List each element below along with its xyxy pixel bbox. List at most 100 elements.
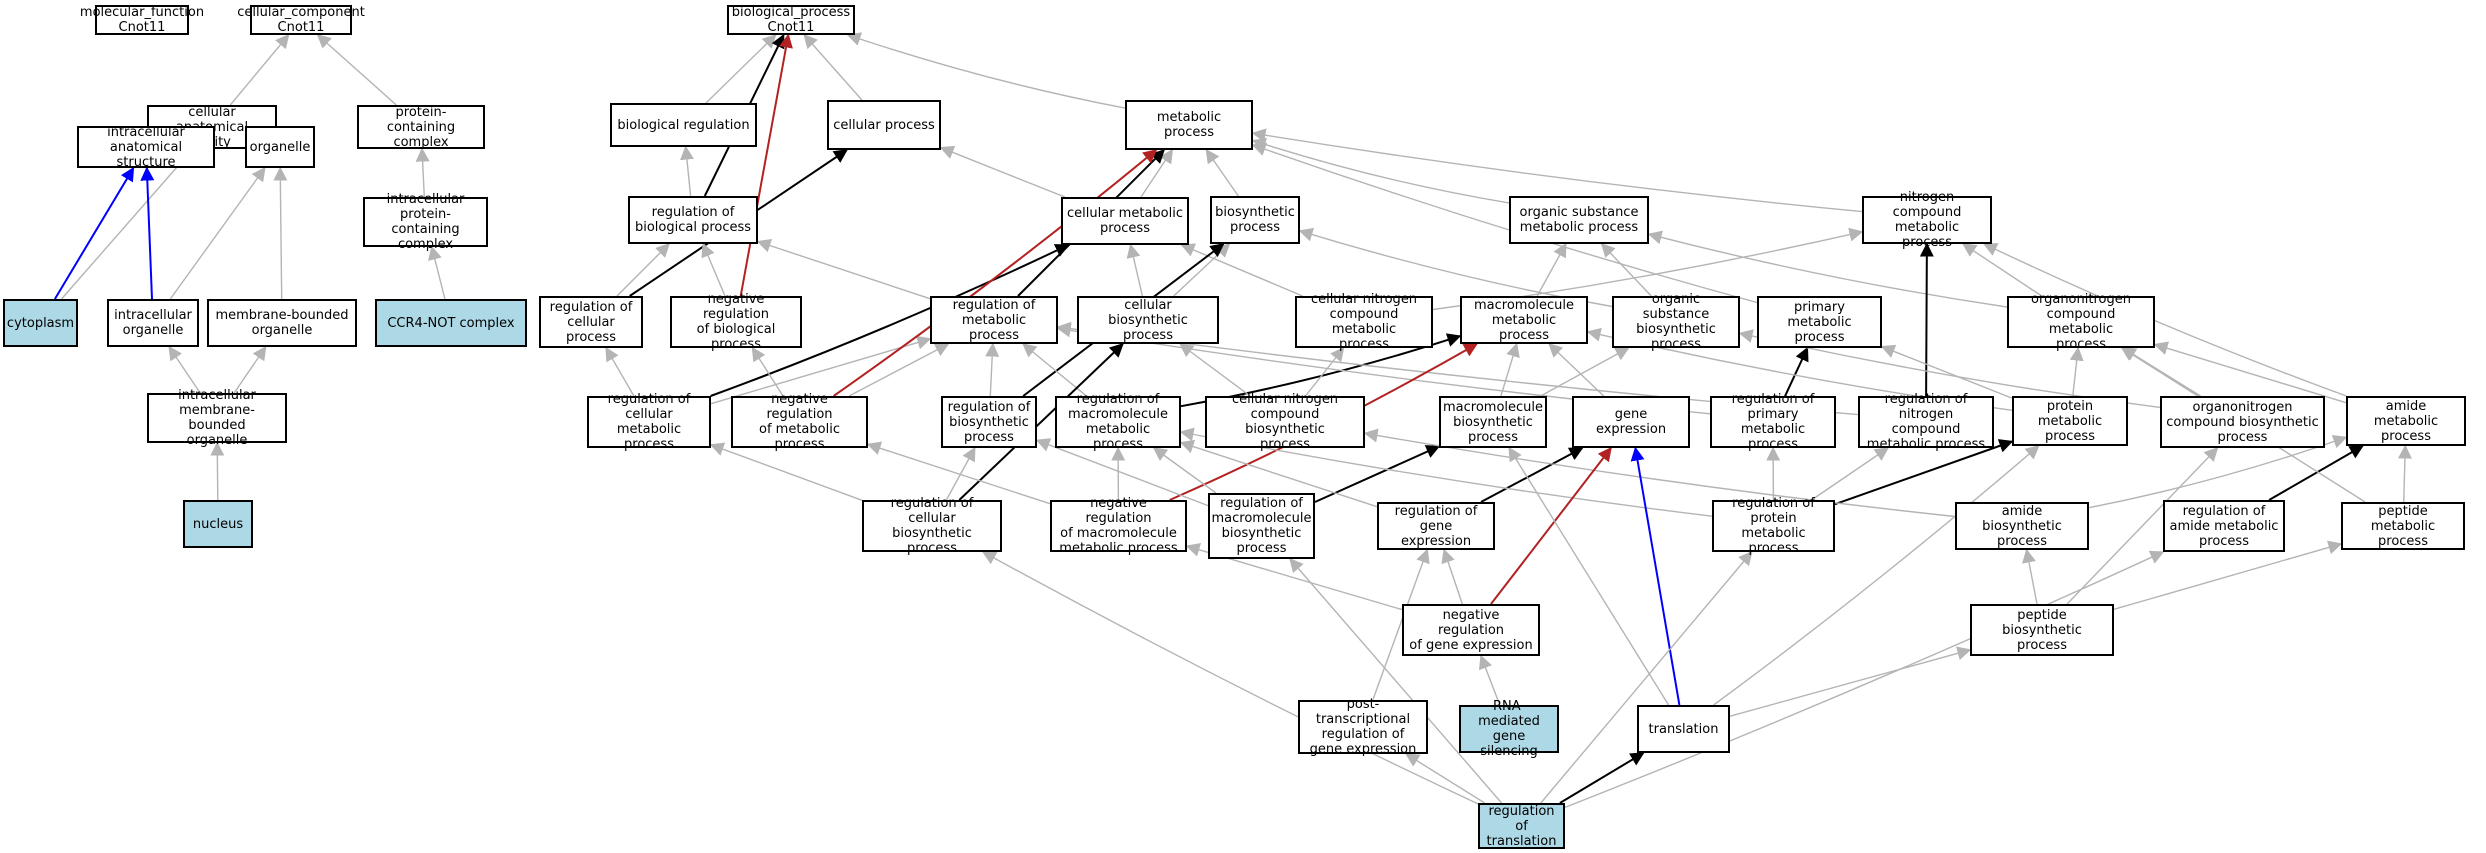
go-term-node-cncbp: cellular nitrogen compound biosynthetic … [1205,392,1365,452]
edge-is-a [1478,654,1501,706]
edge-is-a [1180,243,1303,297]
edge-negatively-regulates [739,33,793,297]
edge-is-a [1508,446,1670,706]
edge-is-a [1647,230,2008,308]
go-term-node-rbp: regulation of biological process [628,196,758,244]
edge-is-a [1126,243,1144,297]
go-term-node-rmbp: regulation of macromolecule biosynthetic… [1208,493,1315,559]
edge-is-a [273,166,288,300]
edge-is-a [1179,439,1378,508]
go-term-node-nuc: nucleus [183,500,253,548]
edge-is-a [709,442,863,501]
edge-is-a [848,343,950,397]
edge-is-a [1251,128,1863,213]
go-term-node-rmmp: regulation of macromolecule metabolic pr… [1055,392,1181,452]
edge-is-a [605,346,635,397]
go-term-node-bp: biological_process Cnot11 [727,5,855,35]
edge-is-a [1251,137,1510,204]
go-term-node-pmp: primary metabolic process [1757,296,1882,348]
edge-is-a [1500,342,1520,397]
go-term-node-rnagsil: RNA-mediated gene silencing [1459,699,1559,759]
go-term-node-mbsp: macromolecule biosynthetic process [1439,396,1547,448]
edge-negatively-regulates [1490,446,1612,605]
edge-regulates [1559,752,1645,804]
edge-is-a [1304,346,1345,397]
go-term-node-rcmp: regulation of cellular metabolic process [587,392,711,452]
go-term-node-bsp: biosynthetic process [1210,196,1300,244]
edge-regulates [1834,439,2014,506]
edge-is-a [2022,548,2038,605]
edge-is-a [985,342,1000,397]
edge-is-a [1251,142,1758,304]
edge-is-a [1540,550,1753,804]
go-term-node-ge: gene expression [1572,396,1690,448]
edge-is-a [1035,438,1209,507]
go-term-node-io: intracellular organelle [107,299,199,347]
edge-is-a [2066,446,2219,605]
edge-part-of [54,166,135,300]
edge-is-a [616,243,670,297]
edge-is-a [756,238,931,300]
edge-is-a [1880,344,2013,399]
edge-is-a [1600,242,1652,297]
go-term-node-pcc: protein-containing complex [357,105,485,150]
go-term-node-rtrans: regulation of translation [1478,803,1565,849]
edge-is-a [233,345,267,394]
edge-is-a [1713,445,2040,706]
edge-is-a [428,245,446,300]
go-term-node-rmp: regulation of metabolic process [930,296,1058,344]
go-term-node-imbo: intracellular membrane-bounded organelle [147,388,287,448]
edge-part-of [1630,446,1681,706]
go-term-node-mbo: membrane-bounded organelle [207,299,357,347]
go-term-node-mmp: macromolecule metabolic process [1460,296,1588,344]
edge-is-a [1173,243,1231,297]
go-term-node-rncmp: regulation of nitrogen compound metaboli… [1858,392,1994,452]
edge-negatively-regulates [833,149,1158,397]
go-term-node-nrmp: negative regulation of metabolic process [731,392,868,452]
edge-is-a [1179,343,1251,397]
edge-is-a [229,33,290,106]
edge-is-a [2397,444,2412,503]
go-term-node-cc: cellular_component Cnot11 [237,5,365,35]
edge-is-a [210,441,225,501]
edge-regulates [1784,346,1809,397]
go-term-node-cmp: cellular metabolic process [1061,197,1189,245]
go-term-node-rbsp: regulation of biosynthetic process [941,396,1037,448]
edge-is-a [866,441,1051,505]
edge-is-a [680,145,694,197]
edge-is-a [60,147,194,300]
edge-is-a [316,34,397,106]
edge-is-a [168,345,201,394]
go-term-node-amp: amide metabolic process [2346,396,2466,446]
go-term-node-cncmp: cellular nitrogen compound metabolic pro… [1295,292,1433,352]
edge-is-a [1289,557,1503,804]
go-term-node-ncmp: nitrogen compound metabolic process [1862,190,1992,250]
edge-is-a [1152,447,1217,494]
edge-is-a [701,242,726,297]
go-term-node-rge: regulation of gene expression [1377,502,1495,550]
edge-regulates [1919,242,1934,397]
edge-is-a [751,346,784,397]
go-term-node-rprmp: regulation of protein metabolic process [1712,496,1835,556]
edge-is-a [1729,646,1972,717]
edge-is-a [1962,243,2043,297]
go-term-node-ptrge: post-transcriptional regulation of gene … [1298,697,1428,757]
edge-is-a [705,34,777,104]
go-term-node-mp: metabolic process [1125,100,1253,150]
edge-is-a [415,147,430,198]
edge-is-a [1811,447,1890,501]
go-term-node-ramp: regulation of amide metabolic process [2163,500,2285,552]
go-term-node-pepbp: peptide biosynthetic process [1970,604,2114,656]
go-term-node-ipcc: intracellular protein-containing complex [363,192,488,252]
edge-regulates [1480,447,1584,503]
edge-is-a [939,145,1066,198]
go-term-node-osmp: organic substance metabolic process [1509,196,1649,244]
edge-is-a [2088,434,2348,509]
go-term-node-osbp: organic substance biosynthetic process [1612,292,1740,352]
edge-is-a [1022,343,1087,397]
edge-is-a [803,33,863,101]
edge-is-a [1536,242,1567,297]
go-term-node-rcbp: regulation of cellular biosynthetic proc… [862,496,1002,556]
edge-regulates [710,244,1070,397]
